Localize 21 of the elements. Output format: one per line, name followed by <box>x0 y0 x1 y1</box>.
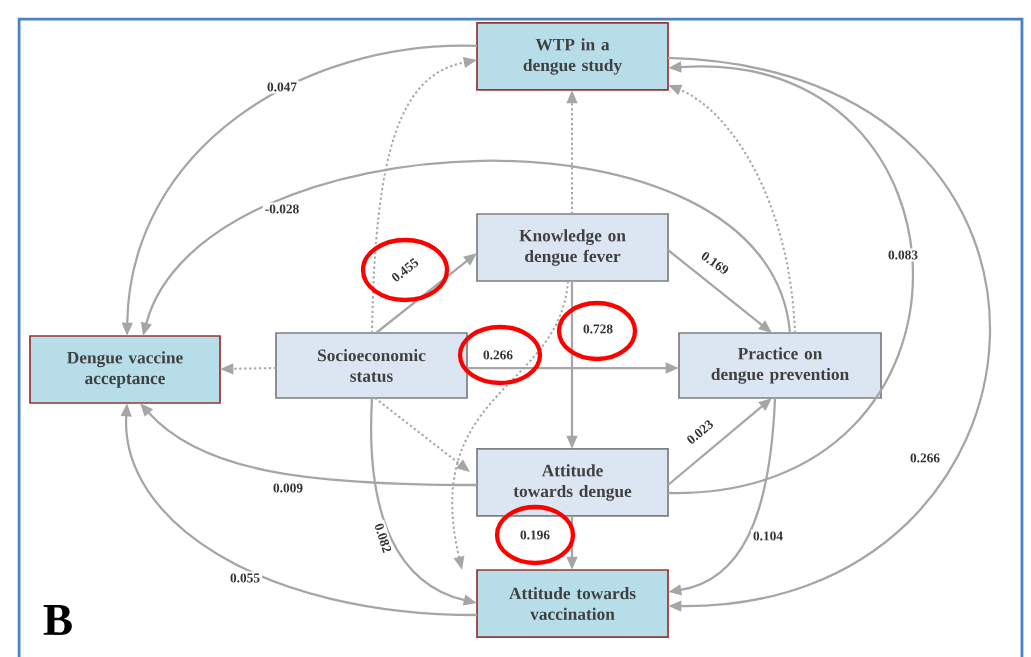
variable-box: Dengue vaccine acceptance <box>29 335 221 404</box>
edge-label: 0.266 <box>908 451 942 465</box>
edge-label: 0.055 <box>228 571 262 585</box>
variable-box: Knowledge on dengue fever <box>476 213 669 282</box>
arrow <box>667 56 991 612</box>
panel-letter: B <box>43 605 72 635</box>
variable-box: Attitude towards vaccination <box>476 569 669 638</box>
variable-box: Attitude towards dengue <box>476 448 669 517</box>
edge-label: -0.028 <box>262 202 302 216</box>
variable-box: Practice on dengue prevention <box>678 332 882 399</box>
edge-label: 0.196 <box>518 528 552 542</box>
edge-label: 0.083 <box>886 248 920 262</box>
variable-box: WTP in a dengue study <box>476 22 669 91</box>
edge-label: 0.009 <box>271 481 305 495</box>
edge-label: 0.047 <box>265 80 299 94</box>
edge-label: 0.169 <box>697 247 733 279</box>
edge-label: 0.266 <box>481 348 515 362</box>
variable-box: Socioeconomic status <box>275 332 468 399</box>
edge-label: 0.104 <box>751 529 785 543</box>
edge-label: 0.728 <box>581 322 615 336</box>
edge-label: 0.082 <box>371 519 395 557</box>
